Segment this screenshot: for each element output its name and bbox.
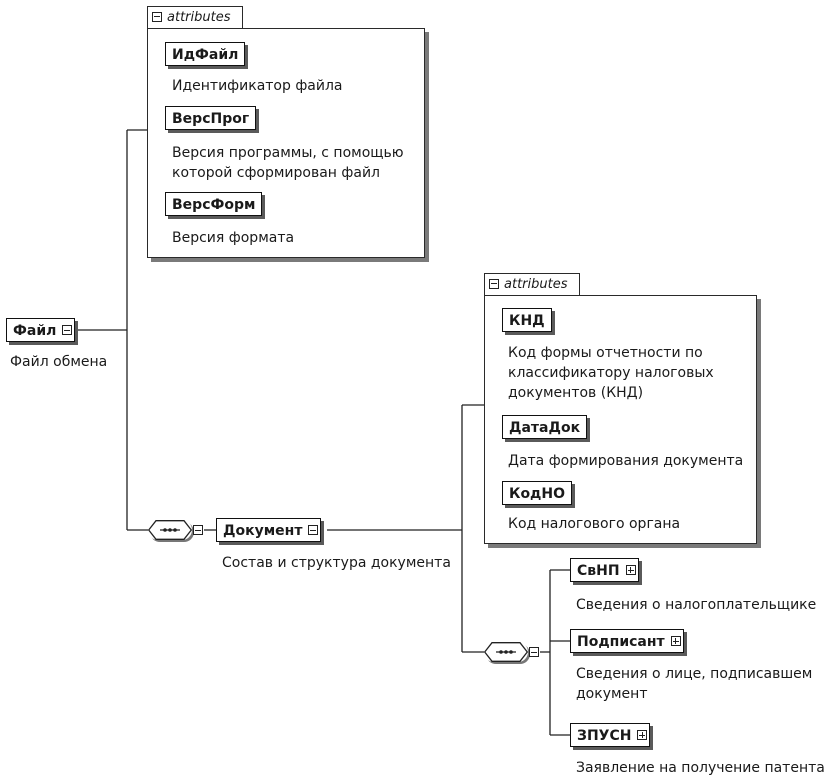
attributes-tab-document[interactable]: attributes (484, 273, 580, 295)
element-zpusn-label: ЗПУСН (577, 728, 632, 744)
attribute-kodno[interactable]: КодНО (502, 481, 572, 505)
expand-icon[interactable] (625, 565, 636, 575)
sequence-icon (148, 520, 192, 540)
element-dokument[interactable]: Документ (216, 518, 322, 542)
element-podpisant-description: Сведения о лице, подписавшем документ (576, 666, 813, 702)
attribute-datadok-description: Дата формирования документа (508, 453, 744, 469)
attribute-knd-description: Код формы отчетности по классификатору н… (508, 345, 714, 401)
root-element-description: Файл обмена (10, 354, 108, 370)
element-zpusn[interactable]: ЗПУСН (570, 723, 651, 747)
attribute-versform-description: Версия формата (172, 230, 295, 246)
element-svnp-description: Сведения о налогоплательщике (576, 597, 817, 613)
sequence-icon (484, 642, 528, 662)
collapse-icon[interactable] (308, 525, 319, 535)
attributes-tab-label: attributes (504, 277, 568, 292)
attribute-idfail[interactable]: ИдФайл (165, 42, 246, 66)
attribute-versprog[interactable]: ВерсПрог (165, 106, 257, 130)
element-podpisant-label: Подписант (577, 634, 665, 650)
expand-icon[interactable] (637, 730, 648, 740)
attribute-kodno-description: Код налогового органа (508, 516, 681, 532)
attribute-knd[interactable]: КНД (502, 308, 552, 332)
root-element-fail[interactable]: Файл (6, 318, 76, 342)
collapse-icon[interactable] (489, 278, 499, 289)
element-dokument-description: Состав и структура документа (222, 555, 451, 571)
attribute-versprog-description: Версия программы, с помощью которой сфор… (172, 145, 404, 181)
collapse-icon[interactable] (193, 525, 203, 535)
element-podpisant[interactable]: Подписант (570, 629, 684, 653)
attributes-panel-root (147, 28, 425, 258)
expand-icon[interactable] (670, 636, 681, 646)
attribute-idfail-description: Идентификатор файла (172, 78, 343, 94)
collapse-icon[interactable] (62, 325, 73, 335)
element-zpusn-description: Заявление на получение патента (576, 760, 825, 776)
element-svnp-label: СвНП (577, 563, 620, 579)
root-element-label: Файл (13, 323, 57, 339)
sequence-compositor[interactable] (148, 520, 192, 540)
attribute-datadok[interactable]: ДатаДок (502, 415, 588, 439)
collapse-icon[interactable] (529, 647, 539, 657)
attributes-tab-root[interactable]: attributes (147, 6, 243, 28)
attributes-tab-label: attributes (167, 10, 231, 25)
element-dokument-label: Документ (223, 523, 303, 539)
element-svnp[interactable]: СвНП (570, 558, 639, 582)
collapse-icon[interactable] (152, 11, 162, 22)
attribute-versform[interactable]: ВерсФорм (165, 192, 263, 216)
sequence-compositor[interactable] (484, 642, 528, 662)
